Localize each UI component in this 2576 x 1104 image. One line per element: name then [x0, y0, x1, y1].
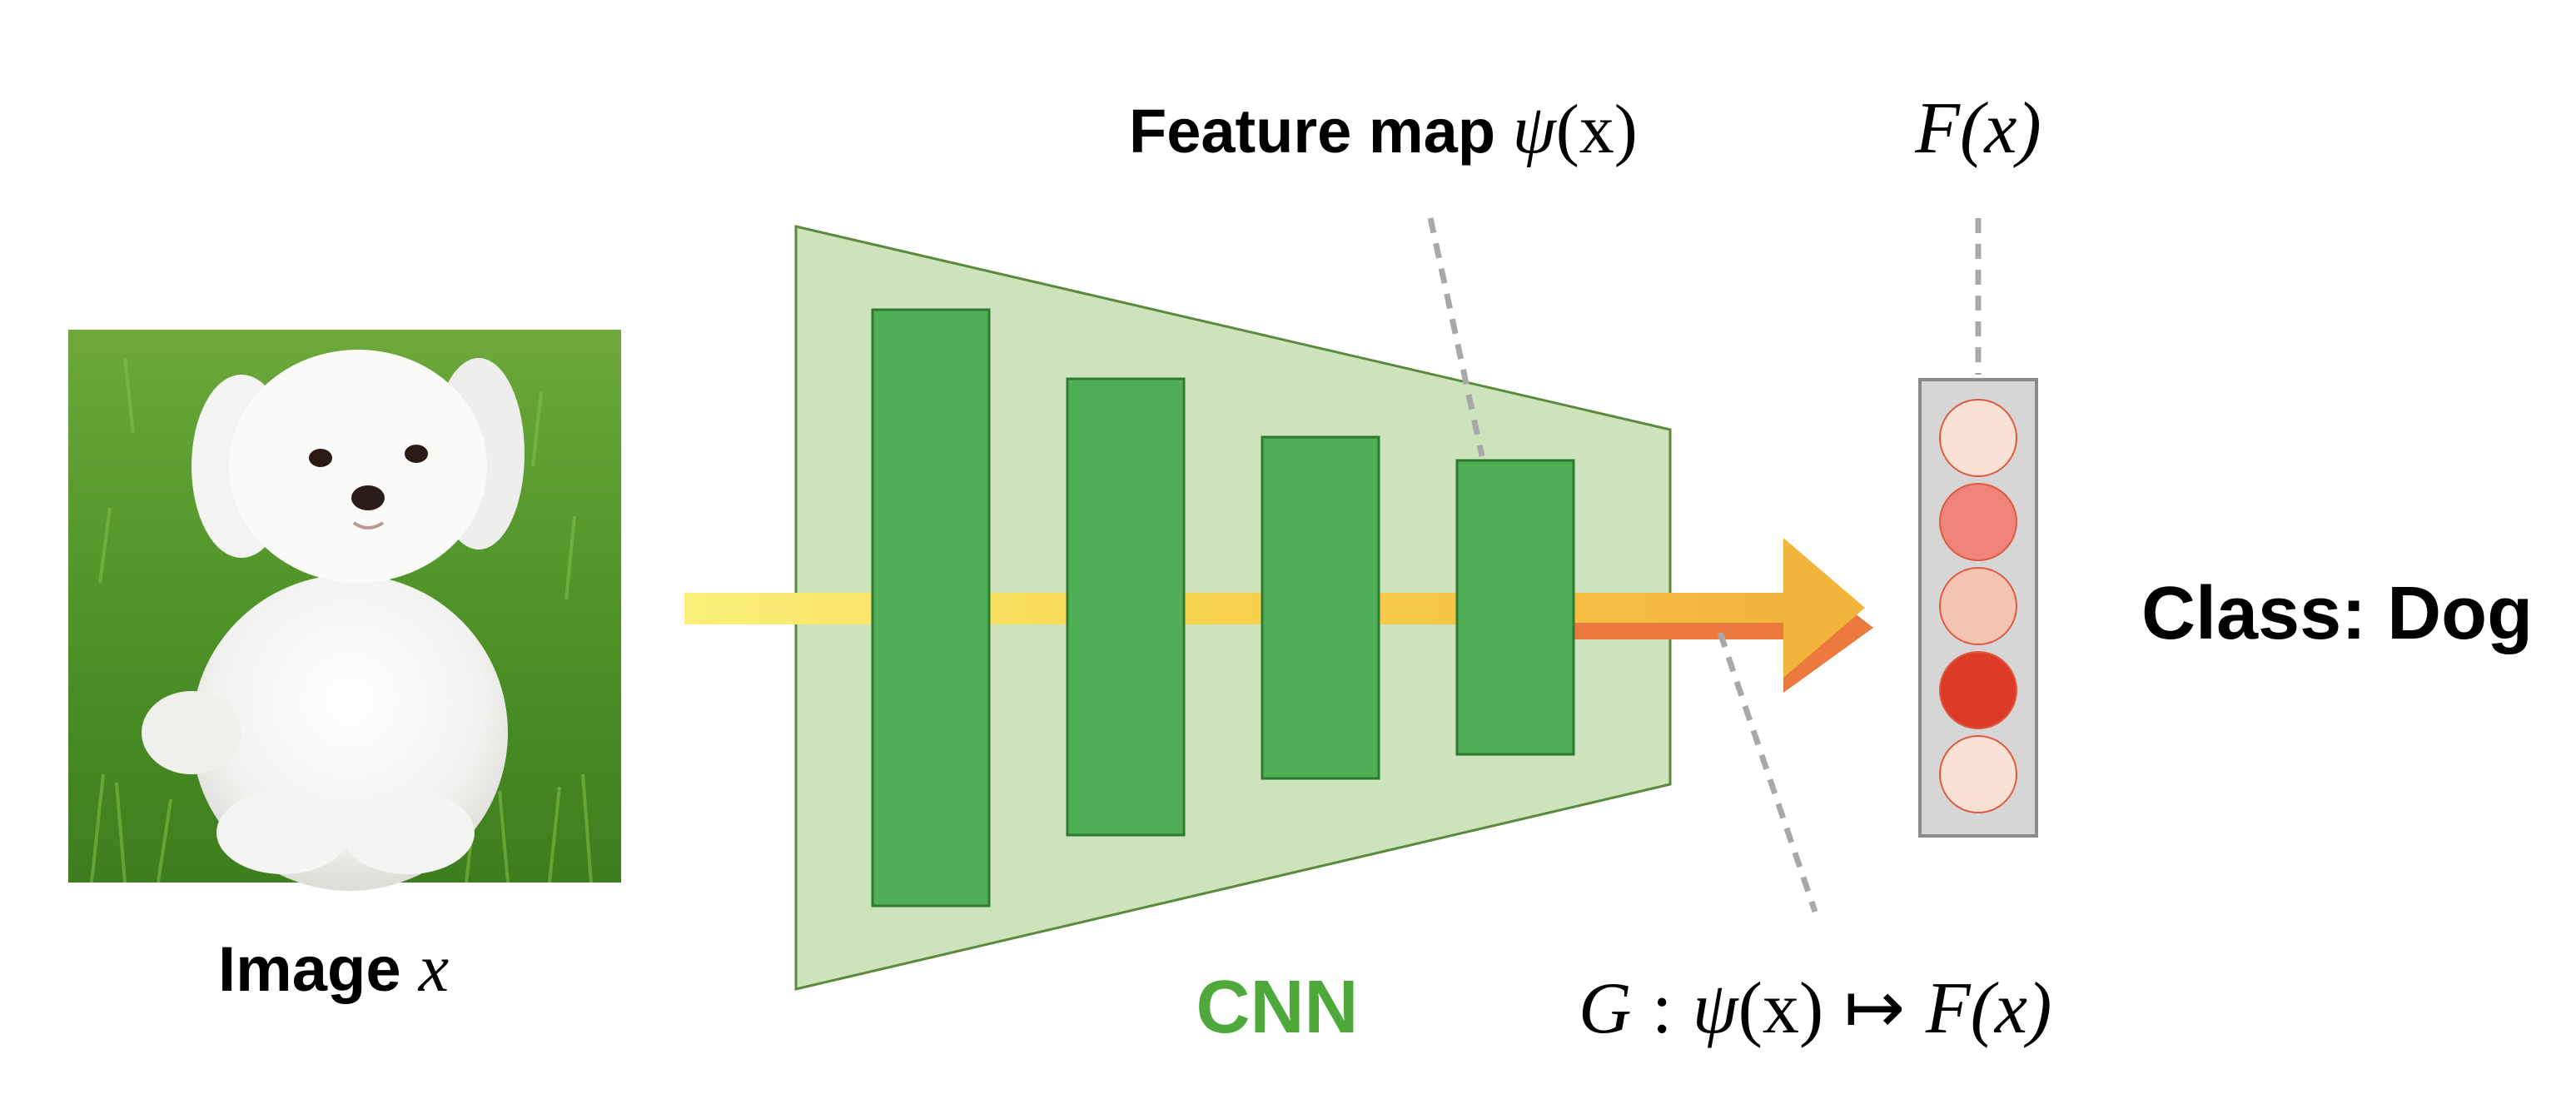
conv-layer-3 [1261, 435, 1380, 780]
cnn-label: CNN [1196, 966, 1359, 1049]
image-label: Image x [218, 930, 449, 1006]
conv-layer-1 [871, 308, 991, 908]
mapping-leader [1717, 631, 1818, 913]
class-label: Class: Dog [2141, 572, 2533, 655]
feature-map-layer [1455, 459, 1575, 756]
conv-layer-2 [1066, 377, 1186, 837]
cnn-layers [871, 308, 1575, 908]
output-neuron-1 [1939, 399, 2017, 477]
input-image [68, 330, 621, 891]
feature-map-leader [1427, 217, 1485, 457]
output-neuron-2 [1939, 483, 2017, 561]
output-neuron-5 [1939, 735, 2017, 813]
mapping-label: G : ψ(x) ↦ F(x) [1579, 966, 2051, 1049]
feature-map-label: Feature map ψ(x) [1129, 91, 1638, 168]
output-neuron-4 [1939, 651, 2017, 729]
data-flow-arrow [684, 538, 1873, 693]
output-neuron-3 [1939, 567, 2017, 645]
output-label: F(x) [1914, 88, 2041, 169]
leader-lines [1427, 217, 1982, 913]
output-vector [1918, 378, 2038, 838]
